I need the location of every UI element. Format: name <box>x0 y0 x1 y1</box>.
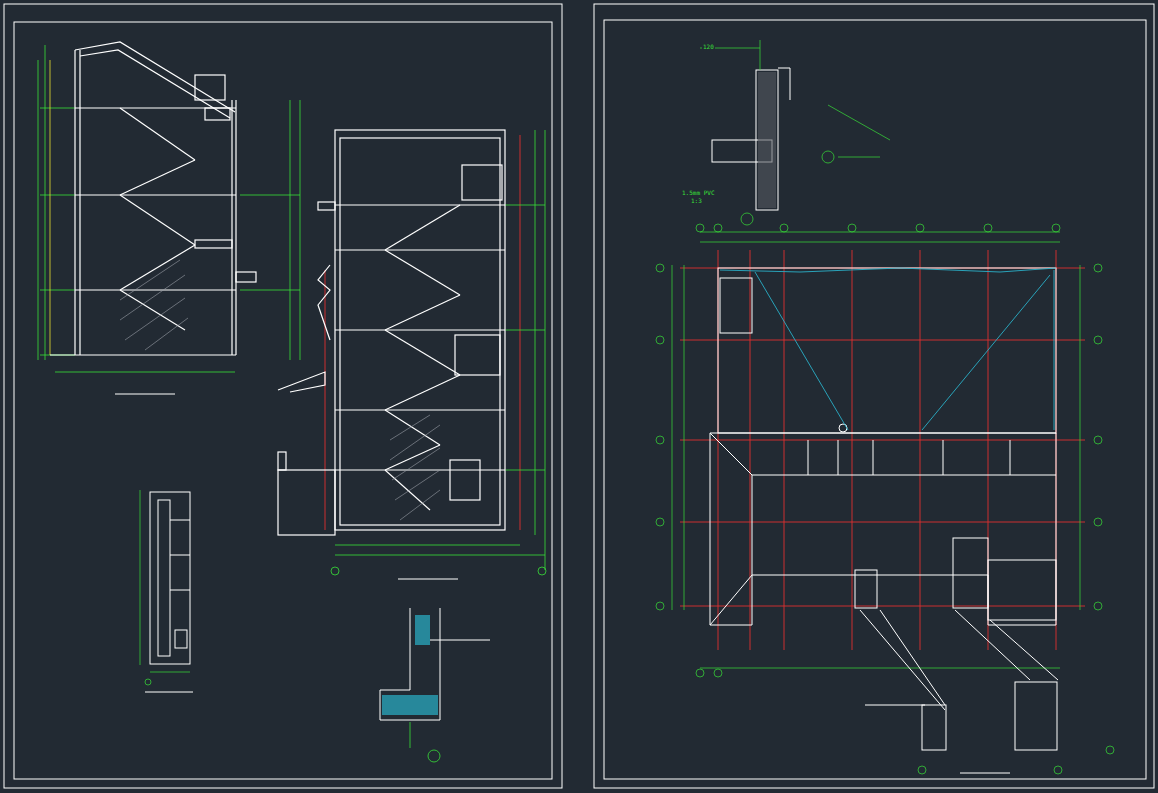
dimension-note: 120 <box>702 44 715 50</box>
dimension-note: 1:3 <box>690 198 703 204</box>
dimension-note: 1.5mm PVC <box>681 190 716 196</box>
